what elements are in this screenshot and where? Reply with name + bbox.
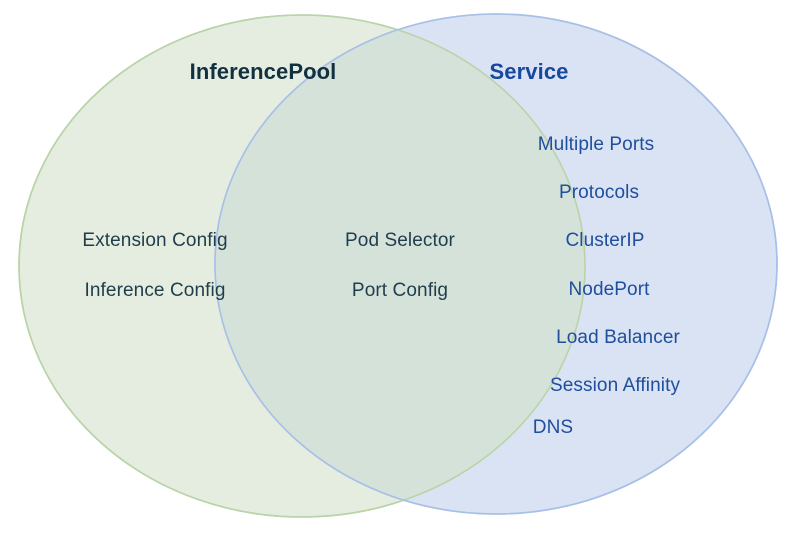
right-item-clusterip: ClusterIP: [565, 230, 645, 251]
right-item-session-affinity: Session Affinity: [549, 375, 681, 396]
venn-circle-right-outline: [214, 13, 778, 515]
right-item-nodeport: NodePort: [568, 279, 650, 300]
left-item-extension-config: Extension Config: [82, 230, 228, 251]
right-item-load-balancer: Load Balancer: [556, 327, 680, 348]
right-item-protocols: Protocols: [558, 182, 640, 203]
set-title-service: Service: [489, 59, 569, 84]
venn-intersection-region[interactable]: [215, 14, 777, 514]
venn-circle-left-outline: [18, 14, 586, 518]
overlap-item-port-config: Port Config: [351, 280, 449, 301]
left-item-inference-config: Inference Config: [84, 280, 226, 301]
overlap-item-pod-selector: Pod Selector: [345, 230, 455, 251]
right-item-multiple-ports: Multiple Ports: [537, 134, 655, 155]
right-item-dns: DNS: [532, 417, 574, 438]
set-title-inferencepool: InferencePool: [189, 59, 337, 84]
